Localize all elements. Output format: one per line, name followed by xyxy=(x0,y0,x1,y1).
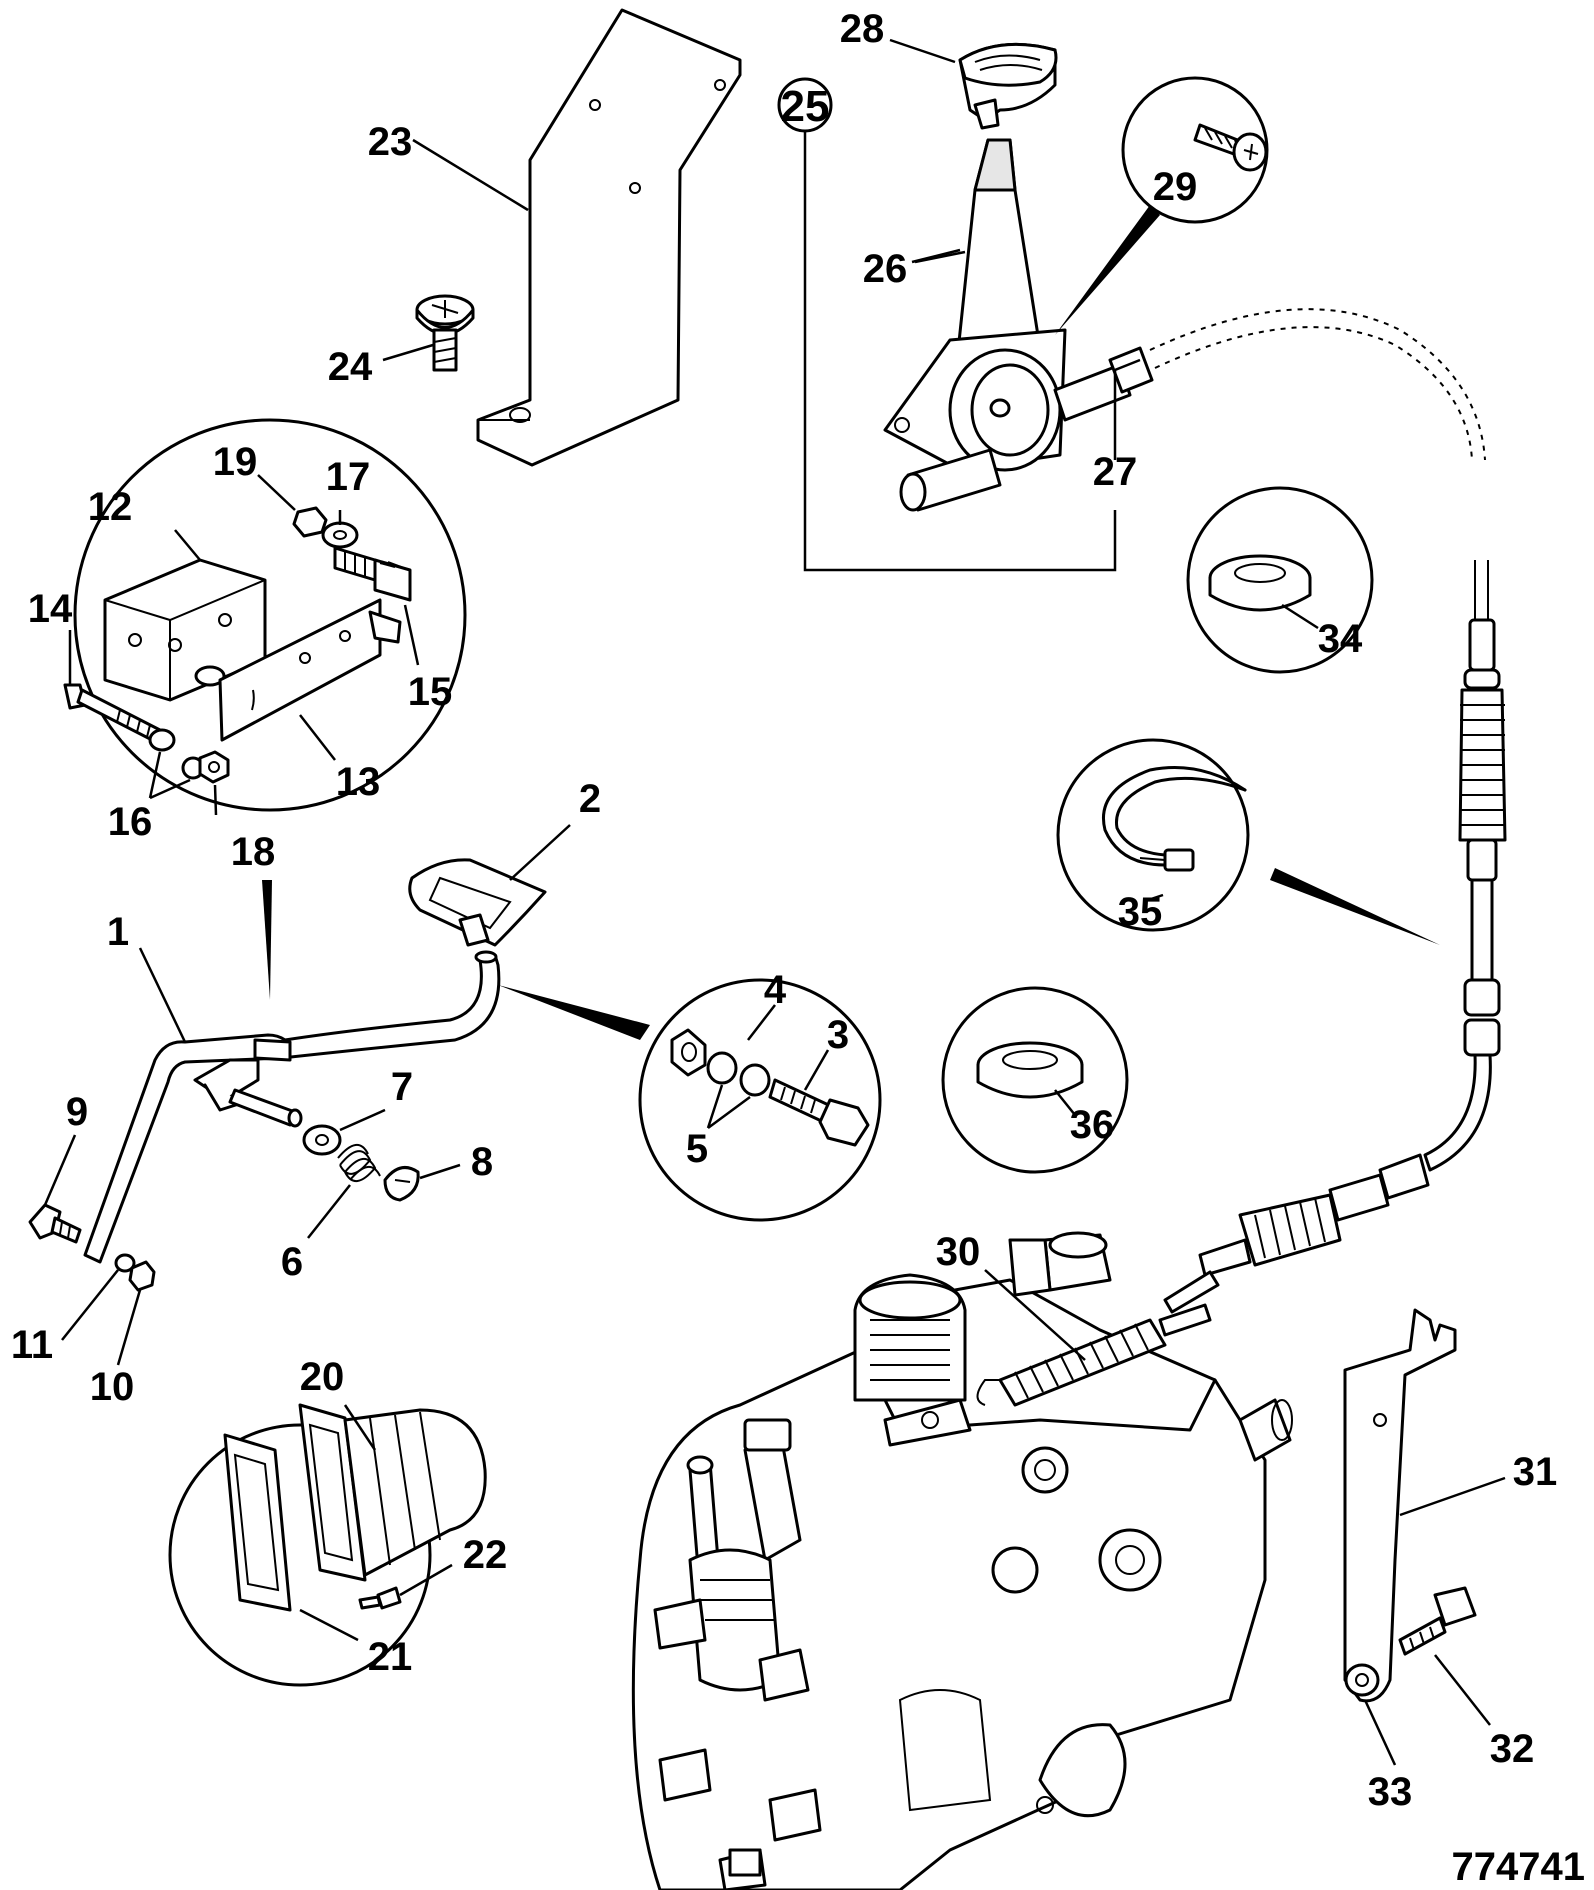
label-22: 22 xyxy=(463,1533,508,1577)
detail-circle-gaiter xyxy=(168,1403,487,1687)
label-36: 36 xyxy=(1070,1103,1115,1147)
label-12: 12 xyxy=(88,485,133,529)
label-23: 23 xyxy=(368,120,413,164)
remote-leaders xyxy=(914,250,966,264)
label-14: 14 xyxy=(28,587,73,631)
drawing-number: 774741 xyxy=(1452,1845,1585,1889)
pivot-hardware xyxy=(302,1108,461,1239)
throttle-cable xyxy=(1113,308,1507,1314)
screw-24 xyxy=(382,294,475,372)
callout-labels: 1 2 3 4 5 6 7 8 9 10 11 12 13 14 15 16 1… xyxy=(11,7,1585,1889)
detail-circle-switch xyxy=(63,418,467,1000)
detail-circle-bolt xyxy=(498,978,882,1222)
pedal-pad xyxy=(408,824,571,947)
knob-28 xyxy=(889,38,1058,130)
label-30: 30 xyxy=(936,1230,981,1274)
label-24: 24 xyxy=(328,345,373,389)
label-35: 35 xyxy=(1118,890,1163,934)
label-17: 17 xyxy=(326,455,371,499)
label-18: 18 xyxy=(231,830,276,874)
label-6: 6 xyxy=(281,1240,303,1284)
label-27: 27 xyxy=(1093,450,1138,494)
label-1: 1 xyxy=(107,910,129,954)
label-7: 7 xyxy=(391,1065,413,1109)
pedal-linkage xyxy=(83,947,501,1264)
detail-circle-29 xyxy=(1055,76,1269,335)
injection-pump xyxy=(631,1231,1293,1890)
remote-control-assembly xyxy=(777,77,1154,572)
label-25-reference: 25 xyxy=(781,82,830,131)
label-2: 2 xyxy=(579,777,601,821)
label-9: 9 xyxy=(66,1090,88,1134)
label-10: 10 xyxy=(90,1365,135,1409)
label-19: 19 xyxy=(213,440,258,484)
label-15: 15 xyxy=(408,670,453,714)
label-11: 11 xyxy=(11,1323,53,1367)
label-33: 33 xyxy=(1368,1770,1413,1814)
label-31: 31 xyxy=(1513,1450,1558,1494)
label-32: 32 xyxy=(1490,1727,1535,1771)
detail-circle-36 xyxy=(941,986,1129,1174)
support-bracket xyxy=(1343,1308,1506,1766)
adjust-bolt xyxy=(28,1134,156,1366)
label-8: 8 xyxy=(471,1140,493,1184)
label-5: 5 xyxy=(686,1127,708,1171)
label-26: 26 xyxy=(863,247,908,291)
label-28: 28 xyxy=(840,7,885,51)
label-20: 20 xyxy=(300,1355,345,1399)
label-16: 16 xyxy=(108,800,153,844)
label-21: 21 xyxy=(368,1635,413,1679)
label-13: 13 xyxy=(336,760,381,804)
label-29: 29 xyxy=(1153,165,1198,209)
mounting-bracket xyxy=(412,8,742,467)
label-4: 4 xyxy=(764,968,787,1012)
detail-circle-34 xyxy=(1186,486,1374,674)
detail-circle-35 xyxy=(1056,738,1440,945)
label-3: 3 xyxy=(827,1013,849,1057)
label-34: 34 xyxy=(1318,617,1363,661)
